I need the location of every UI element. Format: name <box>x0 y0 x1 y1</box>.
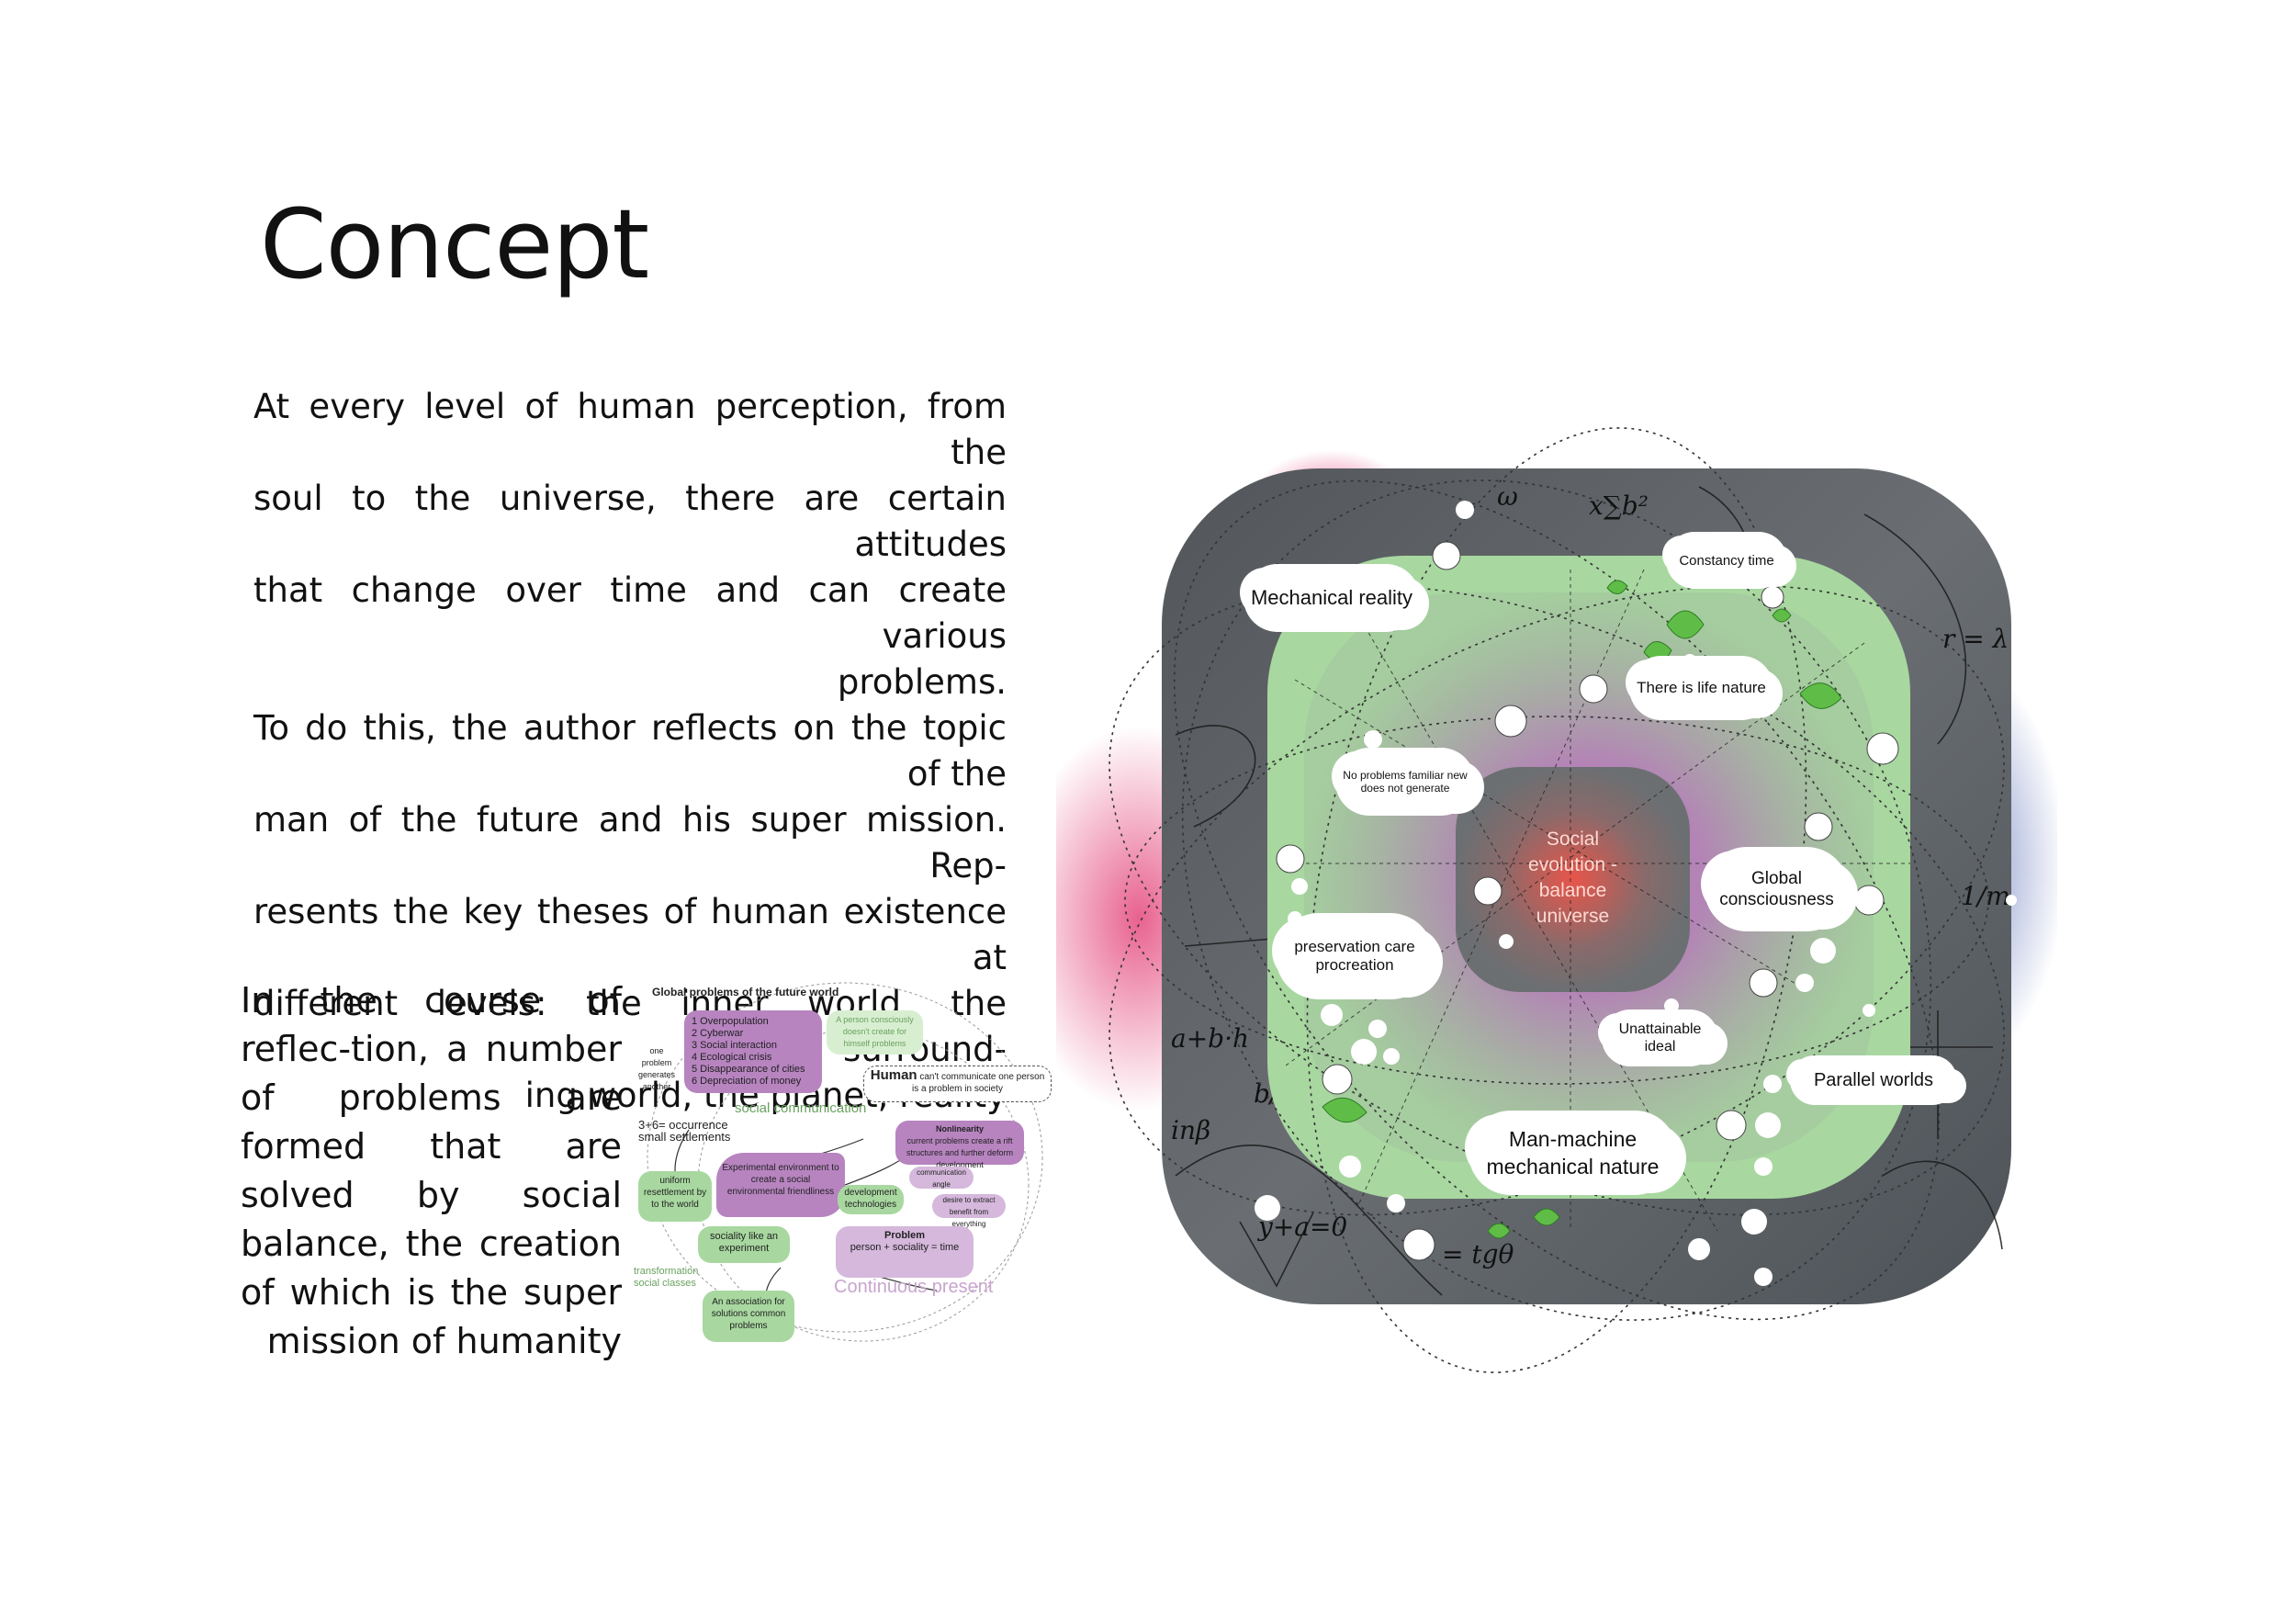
uniform-box: uniform resettlement by to the world <box>638 1171 712 1222</box>
continuous-present-label: Continuous present <box>834 1277 994 1297</box>
leaves <box>1322 580 1842 1239</box>
human-label: Human <box>870 1067 917 1083</box>
intro-paragraph: At every level of human perception, from… <box>253 384 1007 1119</box>
intro-line: man of the future and his super mission.… <box>253 800 1007 885</box>
social-communication-label: social communication <box>735 1100 867 1116</box>
center-line: evolution - <box>1528 854 1617 875</box>
node-mechanical-reality: Mechanical reality <box>1249 570 1414 626</box>
one-problem-note: one problem generates another <box>637 1046 676 1091</box>
problems-list: 1 Overpopulation 2 Cyberwar 3 Social int… <box>684 1010 822 1093</box>
icon-badges <box>1276 541 1899 1261</box>
intro-line: soul to the universe, there are certain … <box>253 479 1007 564</box>
human-box: Human can't communicate one person is a … <box>863 1066 1052 1102</box>
intro-line: At every level of human perception, from… <box>253 387 1007 472</box>
concept-diagram: a+b·h b/c inβ y+a=0 = tgθ r = λ 1/m x∑b²… <box>1056 349 2057 1405</box>
problem-item: 5 Disappearance of cities <box>692 1064 805 1075</box>
node-preservation: preservation care procreation <box>1281 919 1428 994</box>
person-note: A person consciously doesn't create for … <box>827 1010 923 1054</box>
center-line: balance <box>1538 880 1607 901</box>
intro-line: resents the key theses of human existenc… <box>253 892 1007 977</box>
desire-box: desire to extract benefit from everythin… <box>932 1194 1006 1228</box>
math-fragment: x∑b² <box>1589 491 1649 521</box>
node-constancy-time: Constancy time <box>1671 537 1782 583</box>
communication-box: communication angle <box>909 1167 974 1189</box>
human-note: can't communicate one person is a proble… <box>912 1072 1045 1094</box>
experimental-box: Experimental environment to create a soc… <box>716 1153 845 1217</box>
problem-item: 2 Cyberwar <box>692 1028 744 1039</box>
problem-item: 6 Depreciation of money <box>692 1076 802 1087</box>
problem-item: 1 Overpopulation <box>692 1016 769 1027</box>
page-title: Concept <box>260 188 649 300</box>
problem-item: 3 Social interaction <box>692 1040 777 1051</box>
center-line: Social <box>1546 829 1600 850</box>
intro-line: that change over time and can create var… <box>253 570 1007 656</box>
math-fragment: ω <box>1497 481 1518 512</box>
node-global-consciousness: Global consciousness <box>1710 852 1843 926</box>
math-fragment: = tgθ <box>1442 1239 1514 1269</box>
intro-line: problems. <box>837 662 1007 702</box>
problem-item: 4 Ecological crisis <box>692 1052 772 1063</box>
center-label: Social evolution - balance universe <box>1465 827 1681 930</box>
development-box: development technologies <box>838 1185 904 1214</box>
center-line: universe <box>1536 906 1610 927</box>
node-unattainable: Unattainable ideal <box>1607 1015 1713 1061</box>
node-no-problems: No problems familiar new does not genera… <box>1341 753 1469 810</box>
node-parallel-worlds: Parallel worlds <box>1795 1061 1952 1100</box>
formula-label: person + sociality = time <box>850 1242 960 1253</box>
math-fragment: inβ <box>1171 1115 1210 1145</box>
reflection-paragraph: In the course of reflec-tion, a number o… <box>241 980 622 1361</box>
sociality-box: sociality like an experiment <box>698 1226 790 1263</box>
nonlinearity-box: Nonlinearity current problems create a r… <box>895 1121 1024 1169</box>
intro-line: To do this, the author reflects on the t… <box>253 708 1007 794</box>
math-fragment: 1/m <box>1961 881 2010 911</box>
association-box: An association for solutions common prob… <box>703 1291 794 1342</box>
transformation-label: transformation social classes <box>634 1266 699 1289</box>
center-square <box>1456 767 1690 992</box>
node-man-machine: Man-machine mechanical nature <box>1474 1116 1671 1190</box>
mini-heading: Global problems of the future world <box>652 986 839 998</box>
node-there-is-life: There is life nature <box>1635 661 1768 715</box>
problem-box: Problem person + sociality = time <box>836 1226 974 1278</box>
problem-label: Problem <box>884 1230 925 1241</box>
occurrence-label: 3+6= occurrence small settlements <box>638 1118 731 1144</box>
nonlinearity-label: Nonlinearity <box>935 1124 984 1133</box>
mini-mind-map: Global problems of the future world 1 Ov… <box>634 974 1056 1359</box>
nonlinearity-note: current problems create a rift structure… <box>906 1136 1014 1169</box>
math-fragment: a+b·h <box>1171 1023 1249 1054</box>
